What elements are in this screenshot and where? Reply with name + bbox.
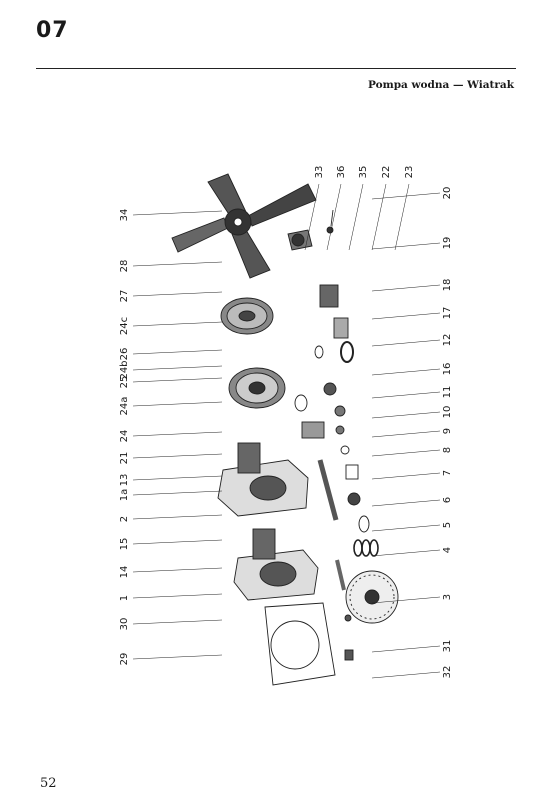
impeller xyxy=(345,570,399,624)
leader-line xyxy=(304,183,320,251)
part-label-8: 8 xyxy=(442,447,453,453)
leader-line xyxy=(371,312,441,320)
part-label-24b: 24b xyxy=(119,360,130,379)
part-label-24: 24 xyxy=(119,430,130,443)
leader-line xyxy=(132,539,223,545)
part-label-1a: 1a xyxy=(119,489,130,502)
part-label-21: 21 xyxy=(119,452,130,465)
leader-line xyxy=(132,567,223,573)
leader-line xyxy=(132,210,223,216)
part-label-34: 34 xyxy=(119,209,130,222)
leader-line xyxy=(132,453,223,459)
leader-line xyxy=(132,291,223,297)
leader-line xyxy=(371,339,441,347)
leader-line xyxy=(371,549,441,557)
part-label-32: 32 xyxy=(442,666,453,679)
part-label-11: 11 xyxy=(442,386,453,399)
leader-line xyxy=(371,499,441,507)
part-label-16: 16 xyxy=(442,363,453,376)
leader-line xyxy=(132,401,223,407)
leader-line xyxy=(371,411,441,419)
part-label-25: 25 xyxy=(119,376,130,389)
fan-blades xyxy=(171,173,317,279)
leader-line xyxy=(132,514,223,520)
leader-line xyxy=(132,321,223,327)
part-label-24a: 24a xyxy=(119,397,130,416)
part-label-14: 14 xyxy=(119,566,130,579)
page-caption: Pompa wodna — Wiatrak xyxy=(367,79,514,91)
leader-line xyxy=(371,183,387,251)
housing-1 xyxy=(233,528,319,601)
leader-line xyxy=(348,183,364,251)
part-label-13: 13 xyxy=(119,474,130,487)
part-label-2: 2 xyxy=(119,516,130,522)
part-label-10: 10 xyxy=(442,406,453,419)
part-label-5: 5 xyxy=(442,522,453,528)
part-label-15: 15 xyxy=(119,538,130,551)
part-label-20: 20 xyxy=(442,187,453,200)
part-label-22: 22 xyxy=(381,166,392,179)
part-label-4: 4 xyxy=(442,547,453,553)
part-label-3: 3 xyxy=(442,594,453,600)
leader-line xyxy=(371,430,441,438)
leader-line xyxy=(132,654,223,660)
leader-line xyxy=(371,671,441,679)
leader-line xyxy=(394,183,410,251)
part-label-33: 33 xyxy=(314,166,325,179)
housing-1a xyxy=(217,442,309,517)
leader-line xyxy=(326,183,342,251)
part-label-7: 7 xyxy=(442,470,453,476)
part-label-18: 18 xyxy=(442,279,453,292)
leader-line xyxy=(371,192,441,200)
pulley-24 xyxy=(228,367,286,409)
part-label-19: 19 xyxy=(442,237,453,250)
part-label-1: 1 xyxy=(119,595,130,601)
leader-line xyxy=(132,431,223,437)
gasket xyxy=(264,602,336,686)
part-label-31: 31 xyxy=(442,640,453,653)
part-label-24c: 24c xyxy=(119,317,130,335)
spring xyxy=(353,539,379,557)
part-label-17: 17 xyxy=(442,307,453,320)
part-label-6: 6 xyxy=(442,497,453,503)
leader-line xyxy=(132,593,223,599)
leader-line xyxy=(371,596,441,604)
part-label-28: 28 xyxy=(119,260,130,273)
part-label-9: 9 xyxy=(442,428,453,434)
leader-line xyxy=(132,261,223,267)
part-label-29: 29 xyxy=(119,653,130,666)
leader-line xyxy=(132,377,223,383)
part-label-26: 26 xyxy=(119,348,130,361)
part-label-12: 12 xyxy=(442,334,453,347)
page-number: 52 xyxy=(40,776,57,791)
leader-line xyxy=(132,365,223,371)
leader-line xyxy=(371,391,441,399)
leader-line xyxy=(371,368,441,376)
leader-line xyxy=(132,349,223,355)
part-label-30: 30 xyxy=(119,618,130,631)
part-label-27: 27 xyxy=(119,290,130,303)
pulley-24c xyxy=(220,297,274,335)
section-number: 07 xyxy=(36,18,69,43)
leader-line xyxy=(371,284,441,292)
header-rule xyxy=(36,68,516,69)
leader-line xyxy=(371,449,441,457)
part-label-23: 23 xyxy=(404,166,415,179)
leader-line xyxy=(371,645,441,653)
leader-line xyxy=(371,472,441,480)
leader-line xyxy=(132,490,223,496)
part-label-36: 36 xyxy=(336,166,347,179)
leader-line xyxy=(371,524,441,532)
leader-line xyxy=(371,242,441,250)
leader-line xyxy=(132,619,223,625)
leader-line xyxy=(132,475,223,481)
part-label-35: 35 xyxy=(358,166,369,179)
